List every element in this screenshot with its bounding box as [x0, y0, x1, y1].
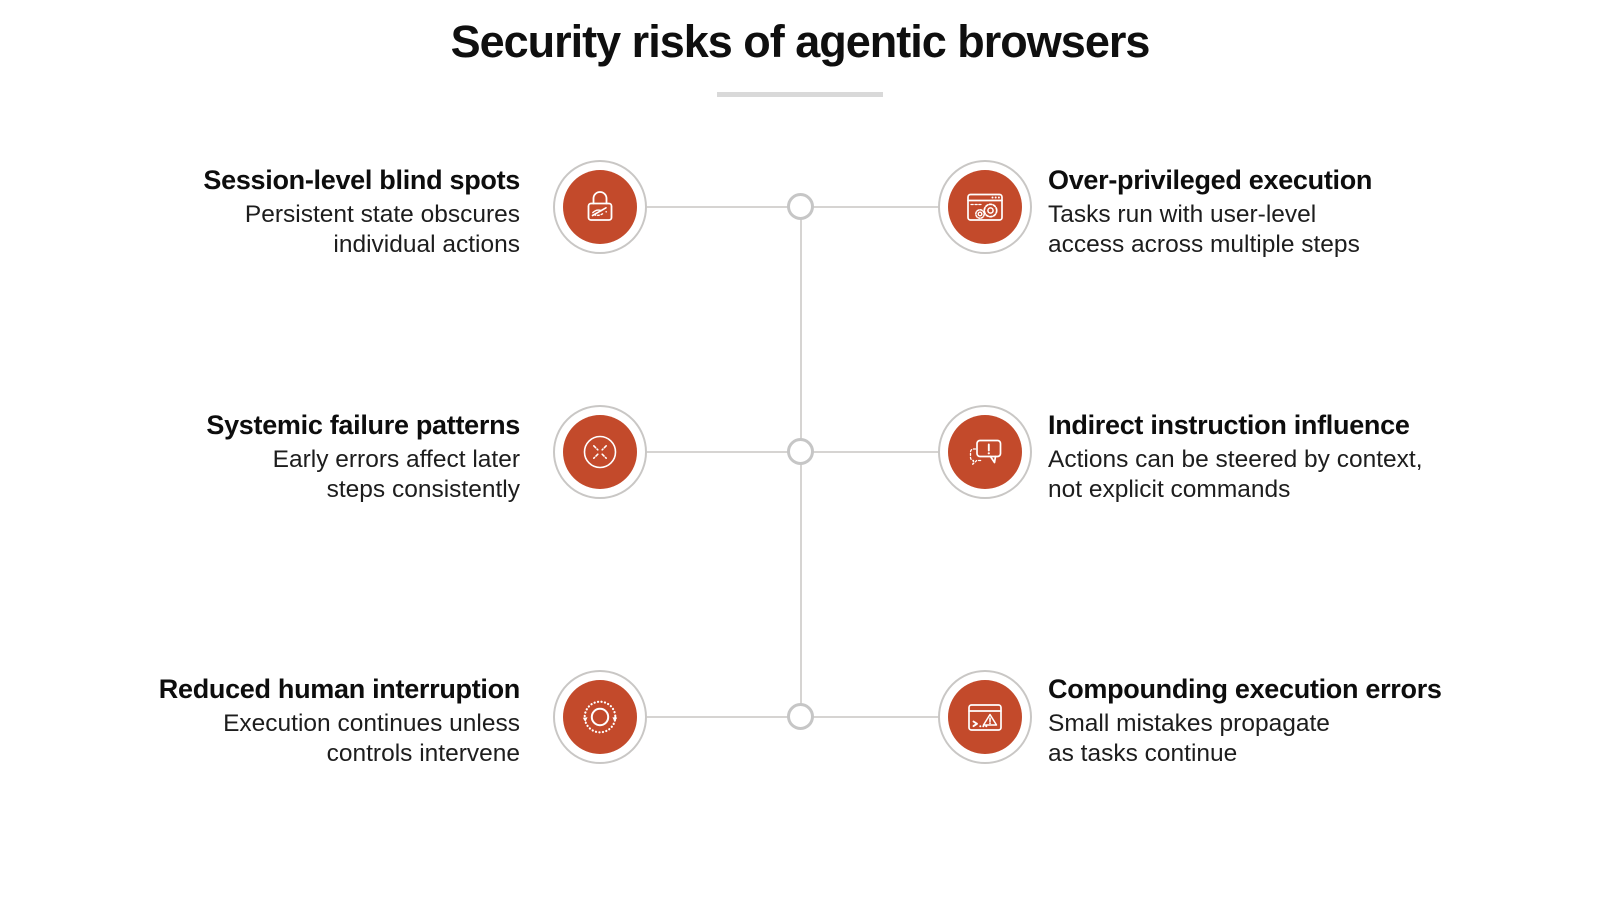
item-heading: Session-level blind spots: [203, 165, 520, 195]
title-underline: [717, 92, 883, 97]
item-systemic-failure: Systemic failure patterns Early errors a…: [0, 409, 520, 504]
item-session-blind-spots: Session-level blind spots Persistent sta…: [0, 164, 520, 259]
item-badge: [553, 670, 647, 764]
item-body-line: Early errors affect later: [272, 446, 520, 473]
chat-alert-icon: [948, 415, 1022, 489]
connector-node: [787, 193, 814, 220]
browser-gears-icon: [948, 170, 1022, 244]
item-body-line: not explicit commands: [1048, 475, 1291, 503]
item-badge: [938, 405, 1032, 499]
lock-hidden-eye-icon: [563, 170, 637, 244]
item-body-line: controls intervene: [326, 739, 520, 767]
item-body-line: steps consistently: [326, 475, 520, 503]
terminal-warning-icon: [948, 680, 1022, 754]
page-title: Security risks of agentic browsers: [450, 16, 1151, 67]
item-body-line: Persistent state obscures: [244, 201, 520, 228]
item-badge: [938, 160, 1032, 254]
item-badge: [938, 670, 1032, 764]
item-body-line: Execution continues unless: [223, 710, 520, 737]
item-reduced-interruption: Reduced human interruption Execution con…: [0, 673, 521, 768]
item-body-line: access across multiple steps: [1048, 230, 1360, 258]
connector-node: [787, 438, 814, 465]
item-over-privileged: Over-privileged execution Tasks run with…: [1048, 164, 1548, 259]
item-indirect-instruction: Indirect instruction influence Actions c…: [1048, 409, 1548, 504]
item-compounding-errors: Compounding execution errors Small mista…: [1048, 673, 1548, 768]
connector-node: [787, 703, 814, 730]
item-heading: Compounding execution errors: [1048, 674, 1442, 704]
loop-arrows-icon: [563, 680, 637, 754]
item-body-line: as tasks continue: [1048, 739, 1238, 767]
item-heading: Reduced human interruption: [158, 674, 521, 704]
circle-cross-icon: [563, 415, 637, 489]
item-body-line: Tasks run with user-level: [1048, 201, 1317, 228]
item-body-line: Actions can be steered by context,: [1048, 446, 1423, 473]
item-body: Actions can be steered by context,not ex…: [1048, 445, 1548, 504]
item-body-line: individual actions: [333, 230, 520, 258]
item-heading: Systemic failure patterns: [206, 410, 520, 440]
item-badge: [553, 405, 647, 499]
item-heading: Over-privileged execution: [1048, 165, 1373, 195]
item-heading: Indirect instruction influence: [1048, 410, 1410, 440]
item-body-line: Small mistakes propagate: [1048, 710, 1330, 737]
item-badge: [553, 160, 647, 254]
